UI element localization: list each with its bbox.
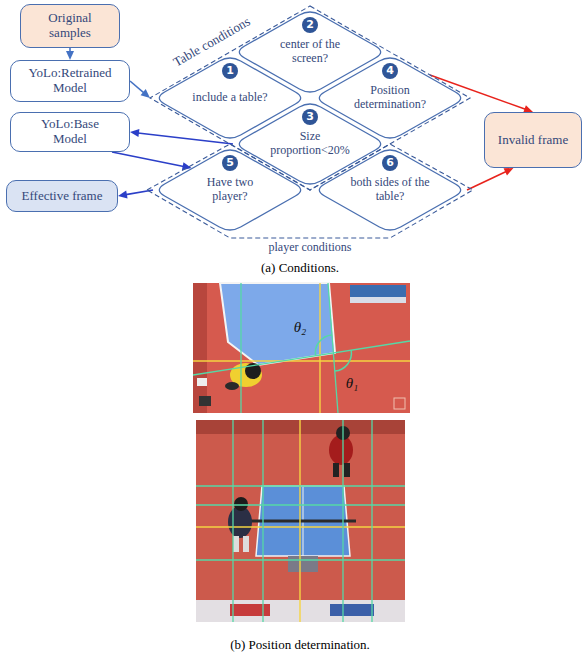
edge-line <box>196 559 405 560</box>
decision-outline <box>319 150 460 230</box>
arrow-head <box>141 89 150 98</box>
callout-number: 6 <box>382 155 398 171</box>
edge-line <box>371 420 372 622</box>
score-overlay <box>350 285 406 297</box>
input-box: Original samples <box>20 4 120 48</box>
node-text: YoLo:Base Model <box>34 117 106 147</box>
arrow-head <box>118 191 128 199</box>
flow-line <box>112 152 184 166</box>
flow-line <box>130 81 144 93</box>
condition-group: player conditionsHave two player?both si… <box>147 144 473 238</box>
edge-line <box>196 485 405 486</box>
flow-line <box>467 171 506 190</box>
photo-shade <box>193 283 207 413</box>
photo-ground <box>196 420 405 622</box>
node-text: include a table? <box>192 91 267 105</box>
banner-mark <box>330 604 374 616</box>
score-overlay <box>350 297 406 303</box>
edge-line <box>342 420 343 622</box>
player-leg <box>243 536 249 552</box>
callout-number: 1 <box>222 63 238 79</box>
angle-label: θ₂ <box>294 319 307 336</box>
broadcast-photo <box>196 420 405 622</box>
figure-caption: (a) Conditions. <box>261 261 339 276</box>
decision-outline <box>159 150 300 230</box>
edge-line <box>262 420 263 622</box>
center-line <box>299 420 300 622</box>
court-object <box>199 396 211 406</box>
angle-label: θ₁ <box>346 375 359 392</box>
flow-arrow <box>467 168 513 190</box>
node-text: Have two player? <box>204 176 256 204</box>
group-title: player conditions <box>269 241 352 255</box>
model-box: YoLo:Base Model <box>10 112 130 152</box>
center-line <box>193 360 410 361</box>
node-text: Invalid frame <box>498 133 568 148</box>
center-line <box>319 283 320 413</box>
dashed-outline <box>150 6 470 190</box>
player-arm <box>225 382 239 390</box>
table-top <box>220 283 335 365</box>
arrow-head <box>504 168 514 175</box>
edge-line <box>196 504 405 505</box>
figure-caption: (b) Position determination. <box>230 638 370 653</box>
court-object <box>197 378 207 386</box>
callout-number: 4 <box>382 63 398 79</box>
player-leg <box>233 536 239 552</box>
arrow-head <box>66 51 74 60</box>
callout-number: 2 <box>302 17 318 33</box>
edge-line <box>193 341 410 375</box>
result-box: Invalid frame <box>484 112 582 168</box>
angle-arc <box>335 350 352 371</box>
model-box: YoLo:Retrained Model <box>10 60 130 102</box>
node-text: both sides of the table? <box>348 176 432 204</box>
node-text: Position determination? <box>351 84 429 112</box>
flow-arrow <box>118 190 153 198</box>
arrow-head <box>130 129 139 137</box>
result-box: Effective frame <box>6 180 118 212</box>
node-text: Original samples <box>42 11 98 41</box>
player-leg <box>344 463 350 477</box>
node-text: Size proportion<20% <box>268 130 352 158</box>
center-line <box>196 526 405 527</box>
node-text: YoLo:Retrained Model <box>24 66 116 96</box>
photo-ground <box>193 283 410 413</box>
flow-arrow <box>112 152 192 170</box>
overhead-photo <box>193 283 410 413</box>
flow-arrow <box>66 48 74 60</box>
table-net <box>250 520 356 523</box>
node-text: Effective frame <box>22 189 103 204</box>
condition-group: Table conditionscenter of the screen?inc… <box>150 6 470 190</box>
flow-arrow <box>130 81 150 98</box>
player-head <box>234 497 248 511</box>
edge-line <box>240 283 241 413</box>
dashed-outline <box>147 144 473 238</box>
banner-mark <box>230 604 270 616</box>
player-leg <box>333 463 339 477</box>
node-text: center of the screen? <box>277 38 343 66</box>
edge-line <box>232 420 233 622</box>
table-leg <box>288 556 318 572</box>
logo-mark <box>394 398 405 409</box>
edge-line <box>328 283 338 413</box>
callout-number: 3 <box>302 109 318 125</box>
angle-arc <box>315 335 332 356</box>
callout-number: 5 <box>222 155 238 171</box>
